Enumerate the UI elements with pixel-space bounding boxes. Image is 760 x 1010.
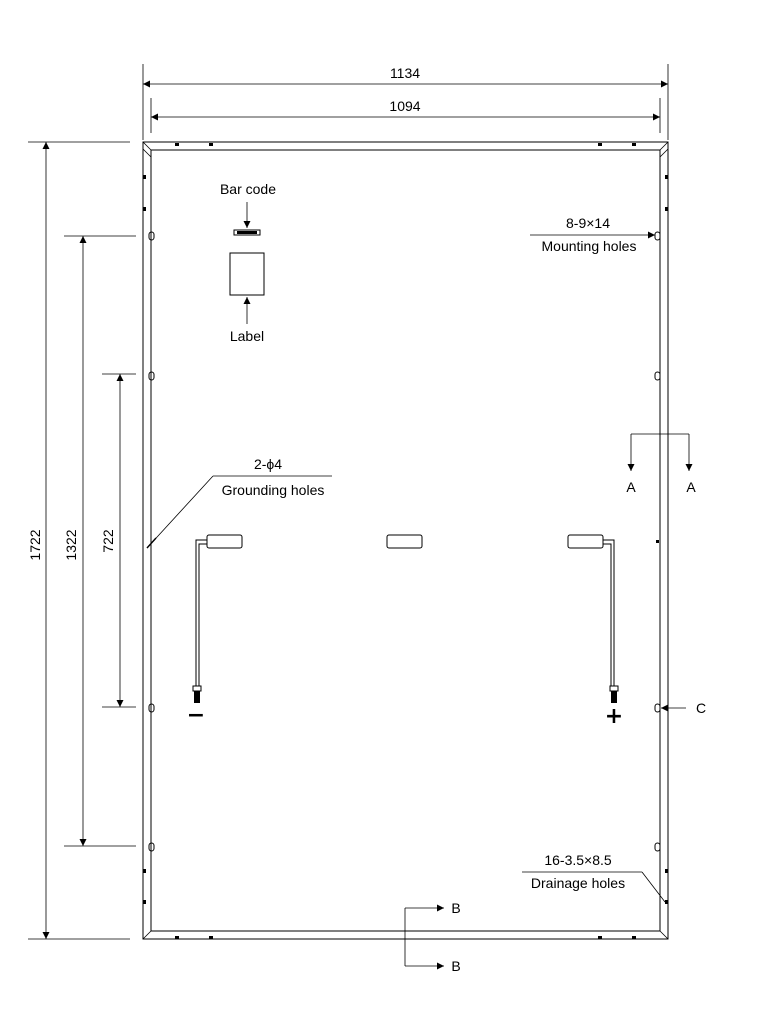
label-box [229,252,265,296]
drainage-spec: 16-3.5×8.5 [544,852,612,868]
cable-negative: − [187,539,207,728]
grounding-name: Grounding holes [222,482,325,498]
drainage-name: Drainage holes [531,875,625,891]
section-a-marker: A A [626,433,696,495]
dimension-overall-height: 1722 [27,141,130,940]
bar-code-text: Bar code [220,181,276,197]
drainage-holes-callout: 16-3.5×8.5 Drainage holes [522,852,666,903]
junction-box-center [386,534,423,549]
bar-code [233,229,261,236]
junction-box-right [567,534,604,549]
mounting-pitch-label: 1322 [63,529,79,560]
drainage-holes [143,143,668,939]
dimension-overall-width: 1134 [142,64,669,140]
section-b-bottom: B [451,958,460,974]
mounting-name: Mounting holes [542,238,637,254]
overall-width-label: 1134 [390,65,420,81]
cable-positive: + [603,539,623,729]
dimension-inner-width: 1094 [150,98,661,133]
grounding-spec: 2-ϕ4 [254,456,282,472]
junction-boxes [206,534,604,549]
dimension-inner-pitch: 722 [100,373,136,708]
bar-code-callout: Bar code [220,181,276,236]
dimension-mounting-pitch: 1322 [63,235,136,847]
mounting-holes [148,231,661,852]
detail-c-marker: C [661,700,706,716]
inner-pitch-label: 722 [100,529,116,553]
section-a-right: A [686,479,696,495]
detail-c-label: C [696,700,706,716]
inner-width-label: 1094 [389,98,420,114]
negative-terminal-label: − [187,703,205,728]
label-text: Label [230,328,264,344]
junction-box-left [206,534,243,549]
label-callout: Label [229,252,265,344]
module-frame [142,141,669,940]
section-a-left: A [626,479,636,495]
overall-height-label: 1722 [27,529,43,560]
mounting-holes-callout: 8-9×14 Mounting holes [530,215,655,254]
section-b-marker: B B [404,900,461,974]
grounding-holes-callout: 2-ϕ4 Grounding holes [146,456,332,549]
mounting-spec: 8-9×14 [566,215,610,231]
section-b-top: B [451,900,460,916]
positive-terminal-label: + [605,704,623,729]
